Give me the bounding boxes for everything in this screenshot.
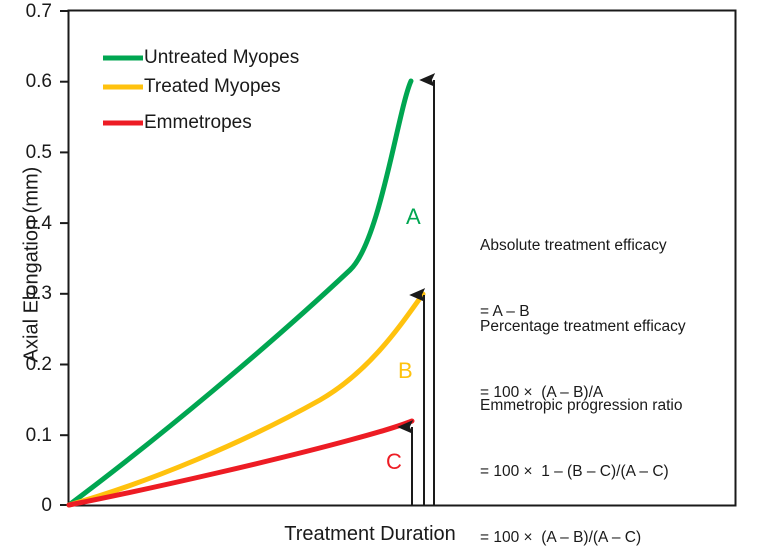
- note-percentage-title: Percentage treatment efficacy: [480, 318, 686, 335]
- legend-label-treated-myopes: Treated Myopes: [144, 76, 281, 97]
- marker-label-b: B: [398, 358, 413, 383]
- legend-label-untreated-myopes: Untreated Myopes: [144, 47, 300, 68]
- series-line-treated-myopes: [66, 291, 426, 508]
- note-absolute-formula: = A – B: [480, 303, 530, 320]
- note-absolute-treatment-efficacy: Absolute treatment efficacy = A – B: [480, 191, 667, 367]
- y-tick-label-2: 0.5: [25, 142, 52, 163]
- series-line-untreated-myopes: [66, 78, 414, 508]
- y-axis-title: Axial Elongation (mm): [20, 166, 43, 363]
- y-tick-label-0: 0.7: [25, 1, 52, 22]
- y-tick-label-1: 0.6: [25, 71, 52, 92]
- y-tick-label-6: 0.1: [25, 425, 52, 446]
- plot-frame: [67, 9, 737, 507]
- y-tick-label-5: 0.2: [25, 354, 52, 375]
- y-tick-label-7: 0: [41, 495, 52, 516]
- note-percentage-treatment-efficacy: Percentage treatment efficacy = 100 × (A…: [480, 272, 686, 448]
- note-percentage-formula: = 100 × (A – B)/A: [480, 384, 604, 401]
- note-epr-formula-1: = 100 × 1 – (B – C)/(A – C): [480, 463, 669, 480]
- series-line-emmetropes: [66, 418, 415, 508]
- note-emmetropic-progression-ratio: Emmetropic progression ratio = 100 × 1 –…: [480, 351, 682, 551]
- y-axis-ticks: [60, 10, 68, 506]
- marker-label-a: A: [406, 204, 421, 229]
- legend-swatches: [103, 55, 143, 126]
- legend-label-emmetropes: Emmetropes: [144, 112, 252, 133]
- x-axis-title: Treatment Duration: [284, 523, 456, 545]
- y-tick-label-4: 0.3: [25, 283, 52, 304]
- note-epr-formula-2: = 100 × (A – B)/(A – C): [480, 529, 642, 546]
- y-tick-label-3: 0.4: [25, 213, 52, 234]
- note-epr-title: Emmetropic progression ratio: [480, 397, 683, 414]
- marker-label-c: C: [386, 449, 402, 474]
- note-absolute-title: Absolute treatment efficacy: [480, 237, 667, 254]
